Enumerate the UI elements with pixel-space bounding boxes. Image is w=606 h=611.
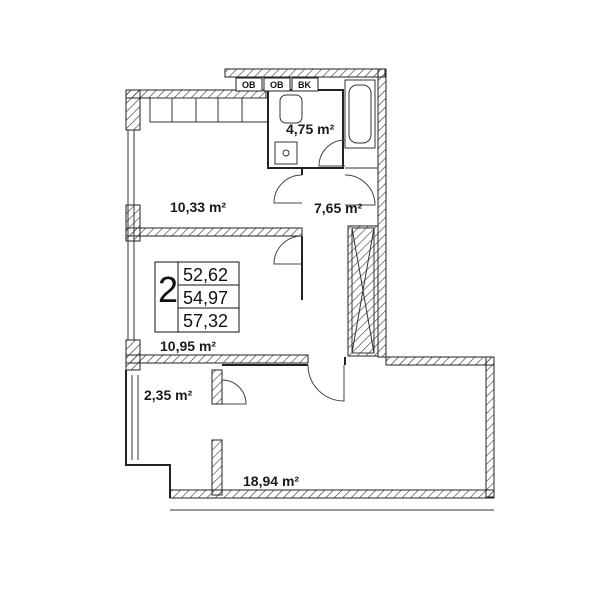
riser-tags: OB OB BK [235,77,319,92]
area-value-3: 57,32 [183,311,228,331]
riser-tag-3: BK [298,80,311,90]
room-labels: 4,75 m² 10,33 m² 7,65 m² 10,95 m² 2,35 m… [144,121,363,489]
room-bedroom-area: 10,95 m² [160,338,216,354]
area-value-1: 52,62 [183,265,228,285]
room-loggia-area: 2,35 m² [144,387,193,403]
room-kitchen-area: 10,33 m² [170,199,226,215]
info-box: 2 52,62 54,97 57,32 [154,261,240,333]
interior-lines [125,79,494,511]
riser-tag-1: OB [242,80,256,90]
room-living-area: 18,94 m² [243,473,299,489]
riser-tag-2: OB [270,80,284,90]
room-bathroom-area: 4,75 m² [286,121,335,137]
doors [221,139,376,405]
room-hallway-area: 7,65 m² [314,200,363,216]
area-value-2: 54,97 [183,288,228,308]
exterior-walls [125,68,495,499]
rooms-count: 2 [158,269,178,310]
